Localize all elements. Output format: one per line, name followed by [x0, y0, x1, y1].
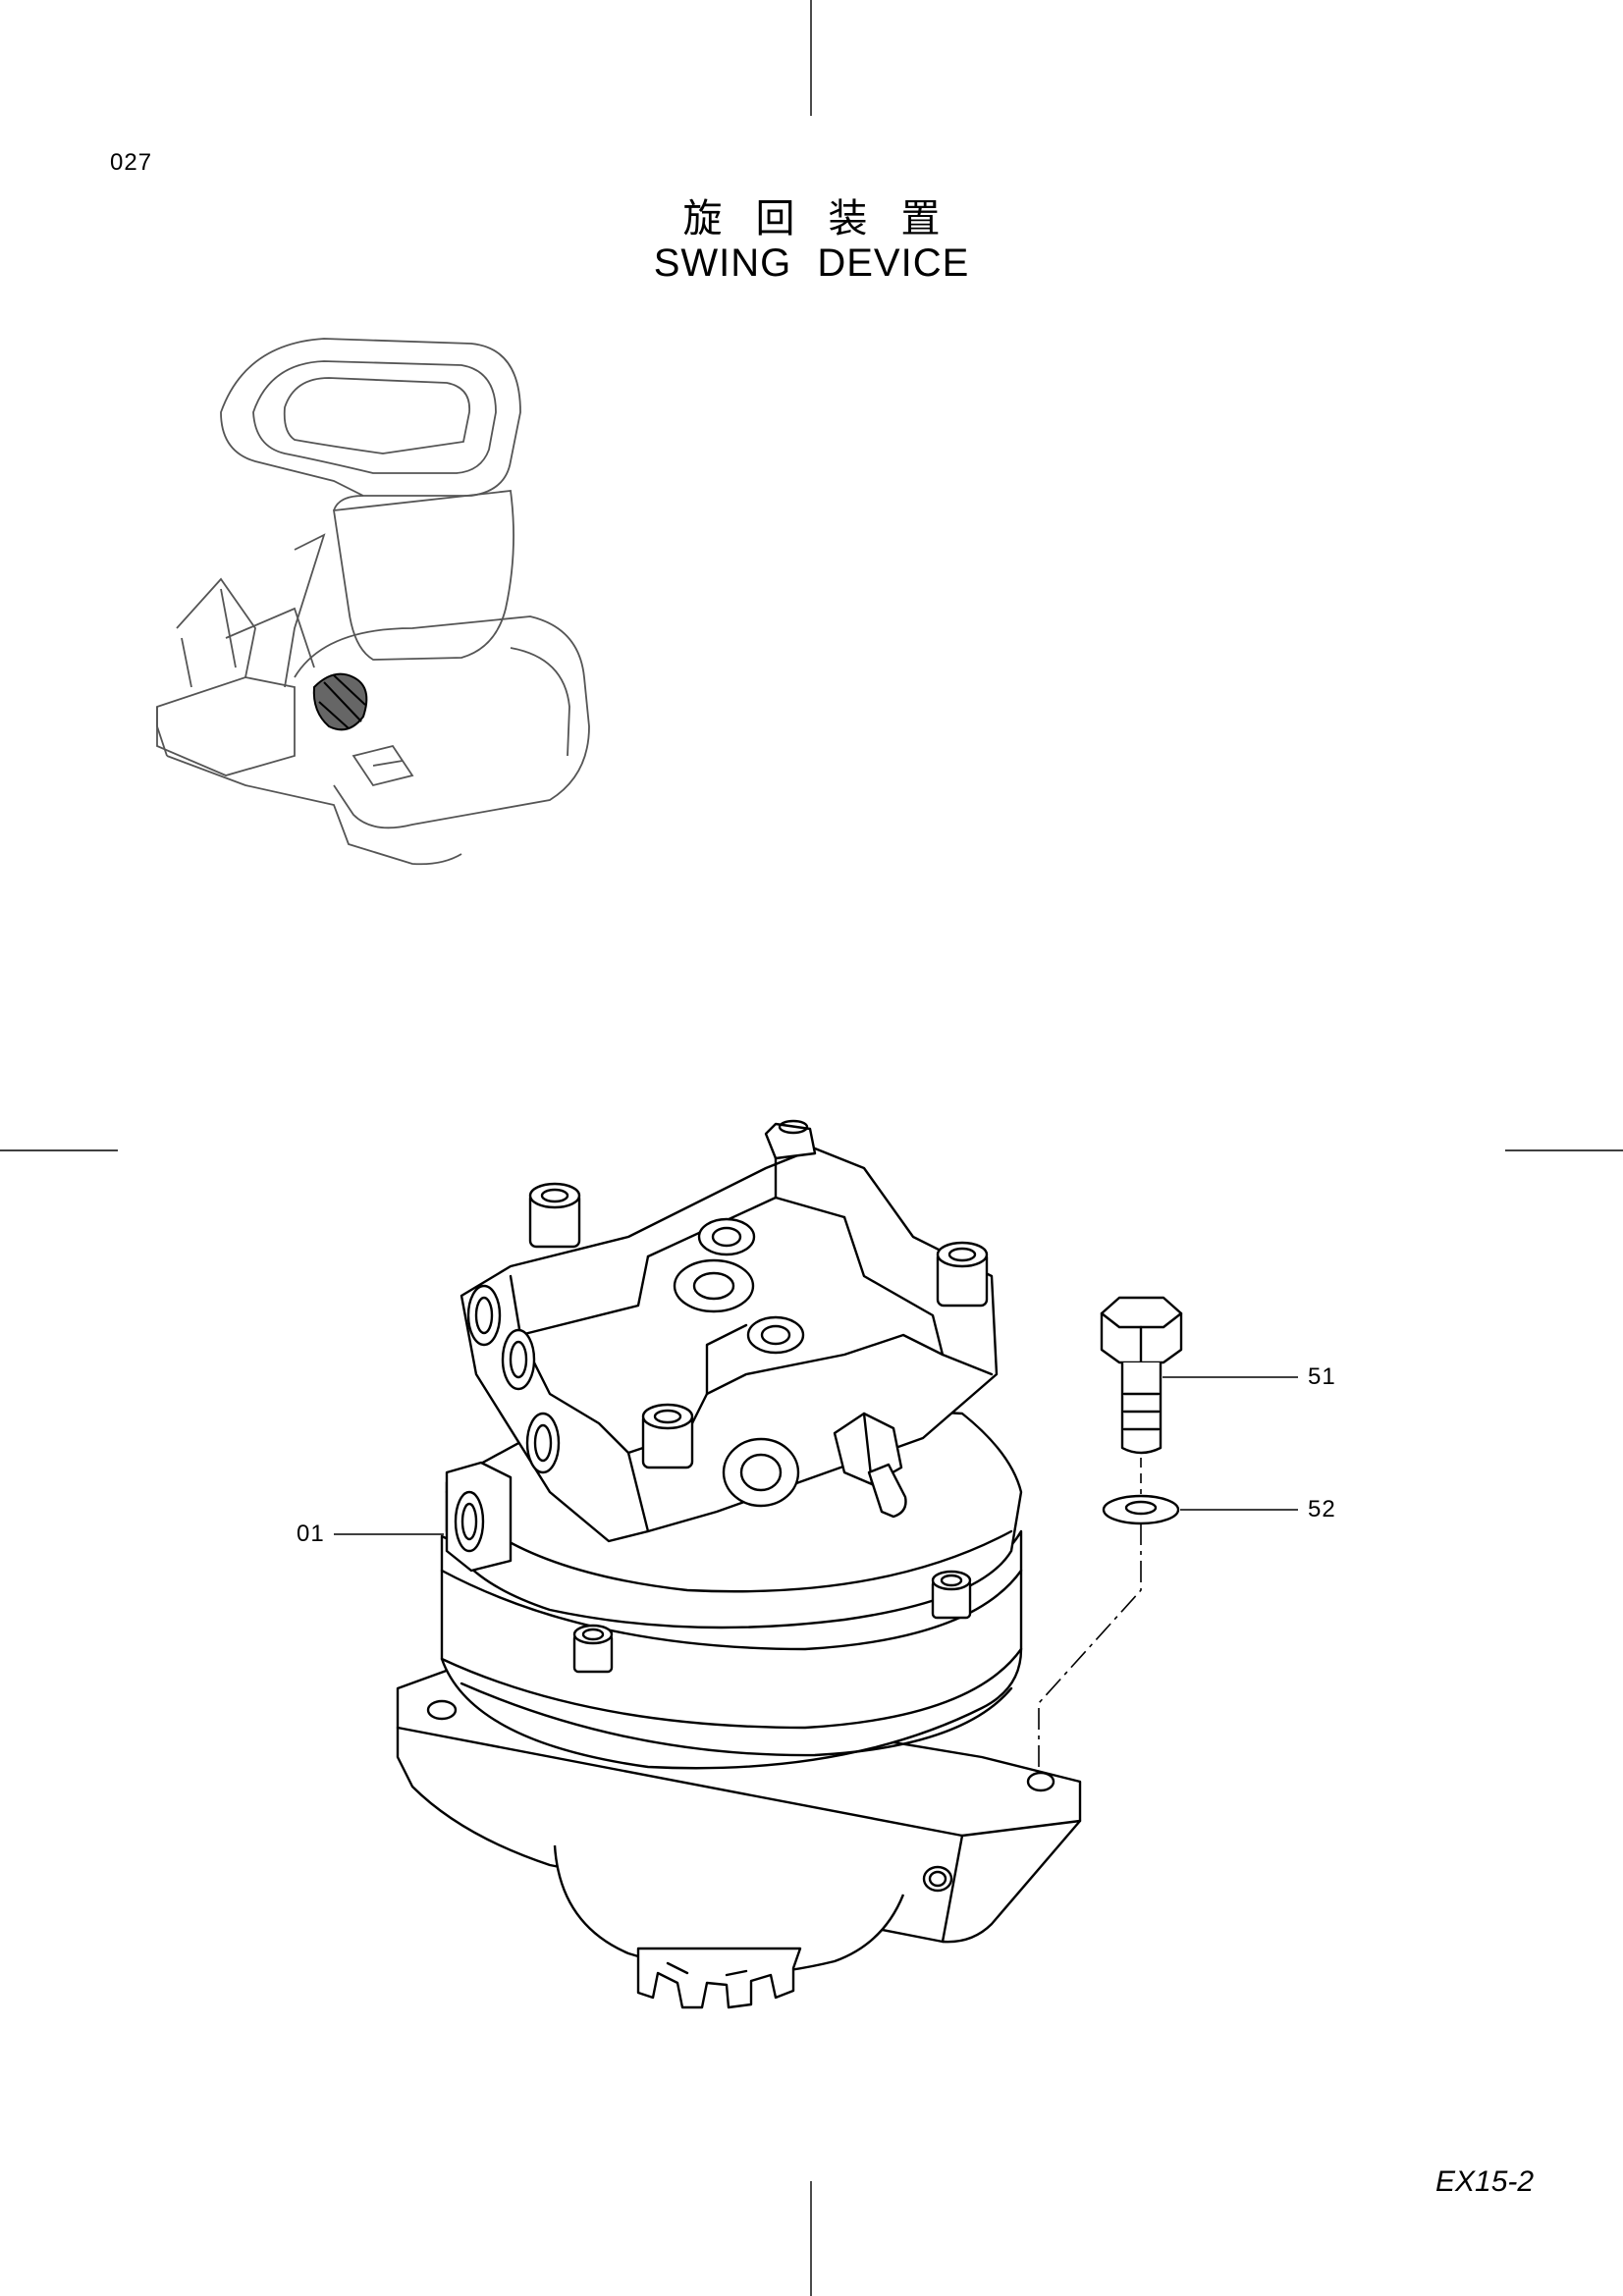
swing-motor-drawing	[396, 1119, 1082, 2009]
assembly-centerline	[1038, 1458, 1142, 1772]
leader-lines	[334, 1376, 1298, 1535]
title-english: SWING DEVICE	[653, 241, 970, 285]
page-number: 027	[110, 149, 153, 176]
washer-part	[1102, 1494, 1180, 1525]
title-japanese: 旋回装置	[682, 196, 974, 241]
document-code: EX15-2	[1435, 2165, 1535, 2198]
excavator-overview-illustration	[156, 338, 590, 866]
hex-bolt-part	[1100, 1296, 1183, 1455]
callout-01: 01	[297, 1521, 325, 1547]
callout-51: 51	[1308, 1363, 1336, 1390]
callout-52: 52	[1308, 1496, 1336, 1522]
